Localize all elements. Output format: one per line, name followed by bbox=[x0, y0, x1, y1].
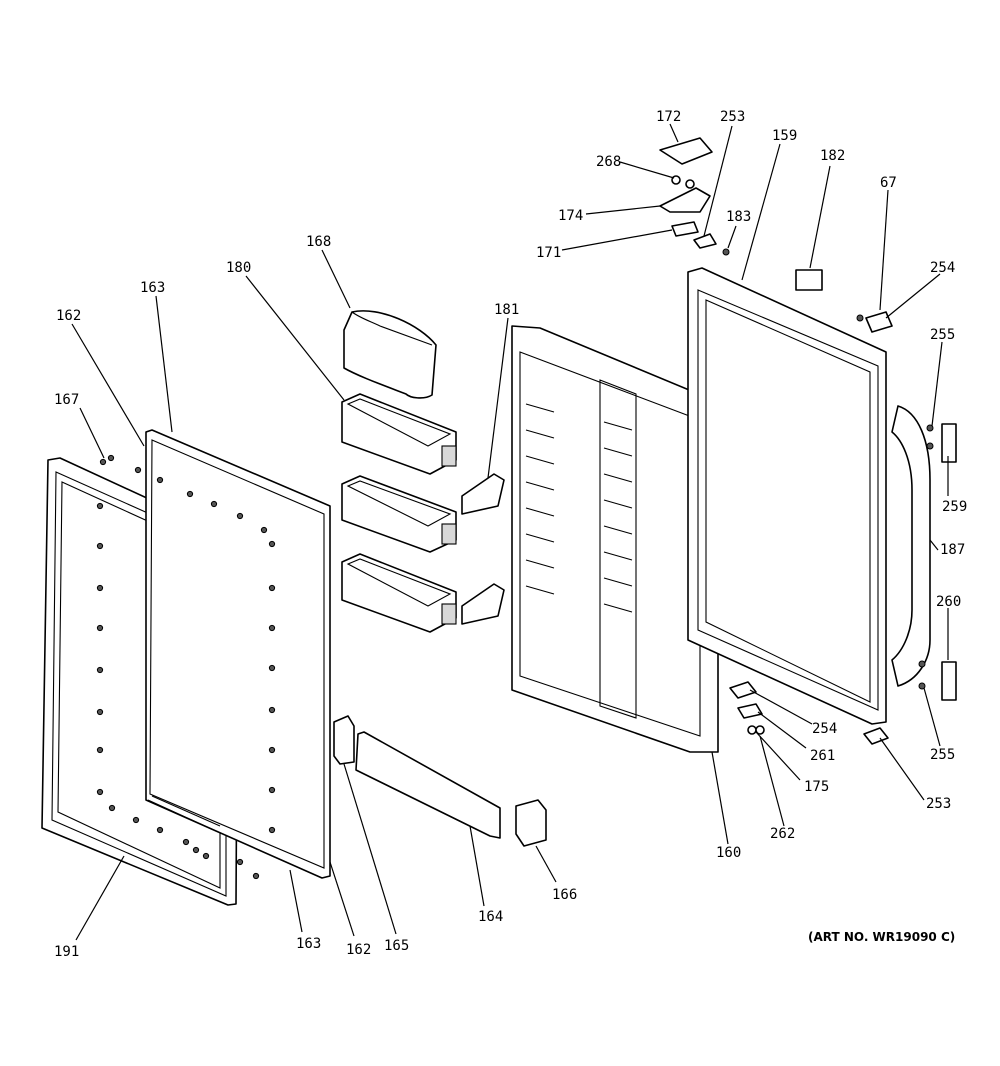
top-hinge bbox=[659, 187, 711, 213]
label-171: 171 bbox=[536, 245, 561, 261]
screw-175 bbox=[747, 725, 757, 735]
label-163-bottom: 163 bbox=[296, 936, 321, 952]
label-255-bottom: 255 bbox=[930, 747, 955, 763]
label-254-bottom: 254 bbox=[812, 721, 837, 737]
label-261: 261 bbox=[810, 748, 835, 764]
handle-cap-upper bbox=[941, 423, 957, 463]
label-262: 262 bbox=[770, 826, 795, 842]
label-182: 182 bbox=[820, 148, 845, 164]
part-labels: 172 253 159 268 182 67 174 183 171 254 1… bbox=[54, 109, 967, 960]
hinge-bushing-top bbox=[693, 233, 717, 249]
stop-254-top bbox=[865, 311, 893, 333]
liner-ribs bbox=[525, 403, 633, 613]
door-bin-bottom bbox=[341, 553, 457, 633]
bin-cover bbox=[343, 310, 437, 399]
label-253-bottom: 253 bbox=[926, 796, 951, 812]
label-162-top: 162 bbox=[56, 308, 81, 324]
door-bin-middle bbox=[341, 475, 457, 553]
hinge-bushing-bottom bbox=[863, 727, 889, 745]
label-164: 164 bbox=[478, 909, 503, 925]
screw-255-bottom bbox=[918, 660, 926, 668]
label-168: 168 bbox=[306, 234, 331, 250]
hinge-shim bbox=[671, 221, 699, 237]
screws bbox=[96, 454, 276, 880]
hinge-cover bbox=[659, 137, 713, 165]
screw-255-bottom-b bbox=[918, 682, 926, 690]
trim-end-165 bbox=[333, 715, 355, 765]
bin-supports bbox=[461, 473, 505, 625]
door-bin-top bbox=[341, 393, 457, 475]
art-number: (ART NO. WR19090 C) bbox=[808, 930, 955, 944]
label-159: 159 bbox=[772, 128, 797, 144]
label-174: 174 bbox=[558, 208, 583, 224]
door-bins bbox=[341, 393, 457, 633]
label-160: 160 bbox=[716, 845, 741, 861]
label-191: 191 bbox=[54, 944, 79, 960]
label-180: 180 bbox=[226, 260, 251, 276]
screw-183 bbox=[722, 248, 730, 256]
label-259: 259 bbox=[942, 499, 967, 515]
handle-cap-lower bbox=[941, 661, 957, 701]
trim-end-166 bbox=[515, 799, 547, 847]
screw-262 bbox=[755, 725, 765, 735]
label-165: 165 bbox=[384, 938, 409, 954]
label-254-top: 254 bbox=[930, 260, 955, 276]
badge-plate bbox=[795, 269, 823, 291]
label-172: 172 bbox=[656, 109, 681, 125]
bottom-trim-164 bbox=[355, 731, 501, 839]
screw-67 bbox=[856, 314, 864, 322]
hinge-pin-screw-b bbox=[685, 179, 695, 189]
label-181: 181 bbox=[494, 302, 519, 318]
leader-lines bbox=[71, 123, 949, 941]
label-167: 167 bbox=[54, 392, 79, 408]
screw-255-top bbox=[926, 424, 934, 432]
label-67: 67 bbox=[880, 175, 897, 191]
label-166: 166 bbox=[552, 887, 577, 903]
label-255-top: 255 bbox=[930, 327, 955, 343]
label-260: 260 bbox=[936, 594, 961, 610]
label-187: 187 bbox=[940, 542, 965, 558]
bushing-261 bbox=[737, 703, 763, 719]
label-175: 175 bbox=[804, 779, 829, 795]
screw-255-top-b bbox=[926, 442, 934, 450]
outer-door bbox=[687, 267, 887, 725]
label-268: 268 bbox=[596, 154, 621, 170]
stop-254-bottom bbox=[729, 681, 757, 699]
door-liner-panel bbox=[145, 429, 331, 879]
label-163-top: 163 bbox=[140, 280, 165, 296]
label-253-top: 253 bbox=[720, 109, 745, 125]
label-183: 183 bbox=[726, 209, 751, 225]
label-162-bottom: 162 bbox=[346, 942, 371, 958]
door-handle bbox=[891, 405, 931, 687]
inner-door-liner bbox=[511, 325, 719, 753]
